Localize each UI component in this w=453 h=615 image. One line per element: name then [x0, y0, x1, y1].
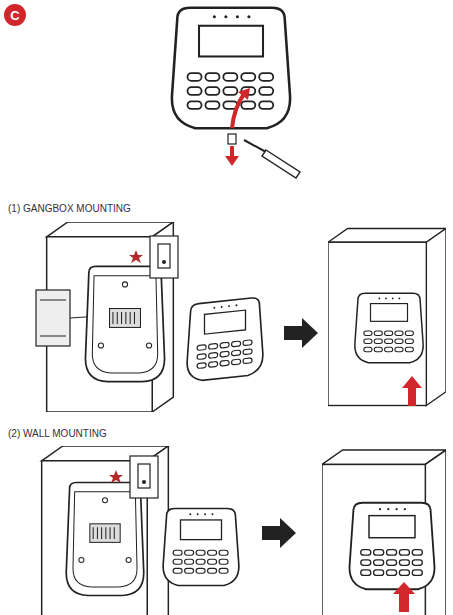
step-letter: C [10, 8, 19, 23]
section-heading: (1) GANGBOX MOUNTING [8, 203, 131, 215]
step-badge: C [4, 4, 26, 26]
section-heading: (2) WALL MOUNTING [8, 428, 107, 440]
